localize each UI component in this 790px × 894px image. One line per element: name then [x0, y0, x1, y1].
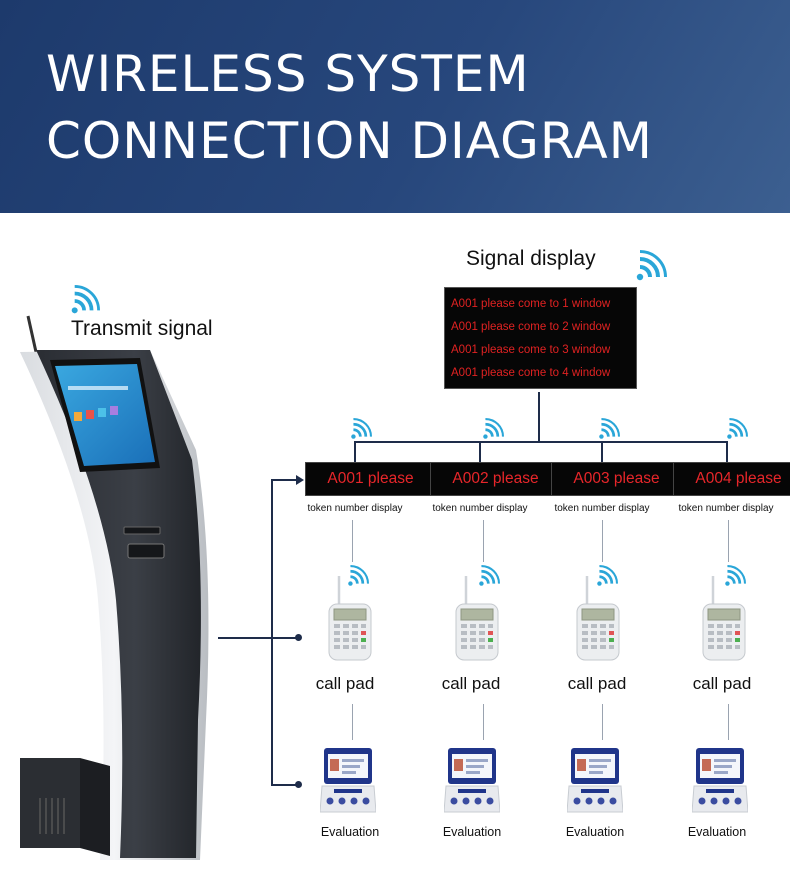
title-line-2: CONNECTION DIAGRAM: [46, 112, 653, 170]
wifi-signal-icon: [483, 418, 504, 439]
call-pad-device: [328, 576, 372, 661]
title-banner: WIRELESS SYSTEM CONNECTION DIAGRAM: [0, 0, 790, 213]
wifi-signal-icon: [597, 565, 618, 586]
token-number-display: A002 please: [430, 462, 561, 496]
kiosk-branch-line: [271, 637, 297, 639]
wifi-signal-icon: [636, 250, 667, 281]
link-line: [728, 704, 729, 740]
call-pad-label: call pad: [441, 674, 501, 693]
evaluation-label: Evaluation: [565, 825, 625, 839]
signal-trunk-line: [538, 392, 540, 442]
link-line: [352, 704, 353, 740]
wifi-signal-icon: [599, 418, 620, 439]
signal-display-line: A001 please come to 4 window: [451, 367, 611, 379]
evaluation-label: Evaluation: [442, 825, 502, 839]
token-caption: token number display: [307, 503, 403, 514]
token-number-display: A001 please: [305, 462, 436, 496]
kiosk-branch-line: [271, 784, 297, 786]
arrow-head: [296, 475, 304, 485]
link-line: [483, 704, 484, 740]
signal-bus-line: [354, 441, 728, 443]
call-pad-device: [455, 576, 499, 661]
token-caption: token number display: [432, 503, 528, 514]
signal-display-line: A001 please come to 2 window: [451, 321, 611, 333]
transmit-signal-label: Transmit signal: [71, 317, 213, 340]
signal-drop-line: [601, 441, 603, 462]
kiosk-trunk-line: [271, 479, 273, 785]
connector-node: [295, 634, 302, 641]
wifi-signal-icon: [351, 418, 372, 439]
signal-display-label: Signal display: [466, 247, 596, 270]
wifi-signal-icon: [348, 565, 369, 586]
link-line: [728, 520, 729, 562]
evaluation-device: [444, 748, 500, 813]
signal-drop-line: [354, 441, 356, 462]
token-caption: token number display: [554, 503, 650, 514]
evaluation-label: Evaluation: [320, 825, 380, 839]
signal-display-line: A001 please come to 3 window: [451, 344, 611, 356]
wifi-signal-icon: [727, 418, 748, 439]
token-number-display: A004 please: [673, 462, 790, 496]
kiosk-connector-line: [218, 637, 272, 639]
call-pad-device: [702, 576, 746, 661]
queue-kiosk-device: [20, 315, 209, 860]
token-number-display: A003 please: [551, 462, 682, 496]
connector-node: [295, 781, 302, 788]
evaluation-device: [567, 748, 623, 813]
link-line: [602, 704, 603, 740]
call-pad-label: call pad: [692, 674, 752, 693]
evaluation-device: [692, 748, 748, 813]
signal-display-line: A001 please come to 1 window: [451, 298, 611, 310]
signal-drop-line: [726, 441, 728, 462]
wifi-signal-icon: [71, 285, 100, 314]
call-pad-label: call pad: [567, 674, 627, 693]
wifi-signal-icon: [479, 565, 500, 586]
call-pad-label: call pad: [315, 674, 375, 693]
evaluation-device: [320, 748, 376, 813]
link-line: [352, 520, 353, 562]
token-caption: token number display: [678, 503, 774, 514]
kiosk-branch-line: [271, 479, 297, 481]
signal-display-board: A001 please come to 1 window A001 please…: [444, 287, 637, 389]
signal-drop-line: [479, 441, 481, 462]
evaluation-label: Evaluation: [687, 825, 747, 839]
wifi-signal-icon: [725, 565, 746, 586]
link-line: [602, 520, 603, 562]
call-pad-device: [576, 576, 620, 661]
link-line: [483, 520, 484, 562]
title-line-1: WIRELESS SYSTEM: [46, 45, 530, 103]
